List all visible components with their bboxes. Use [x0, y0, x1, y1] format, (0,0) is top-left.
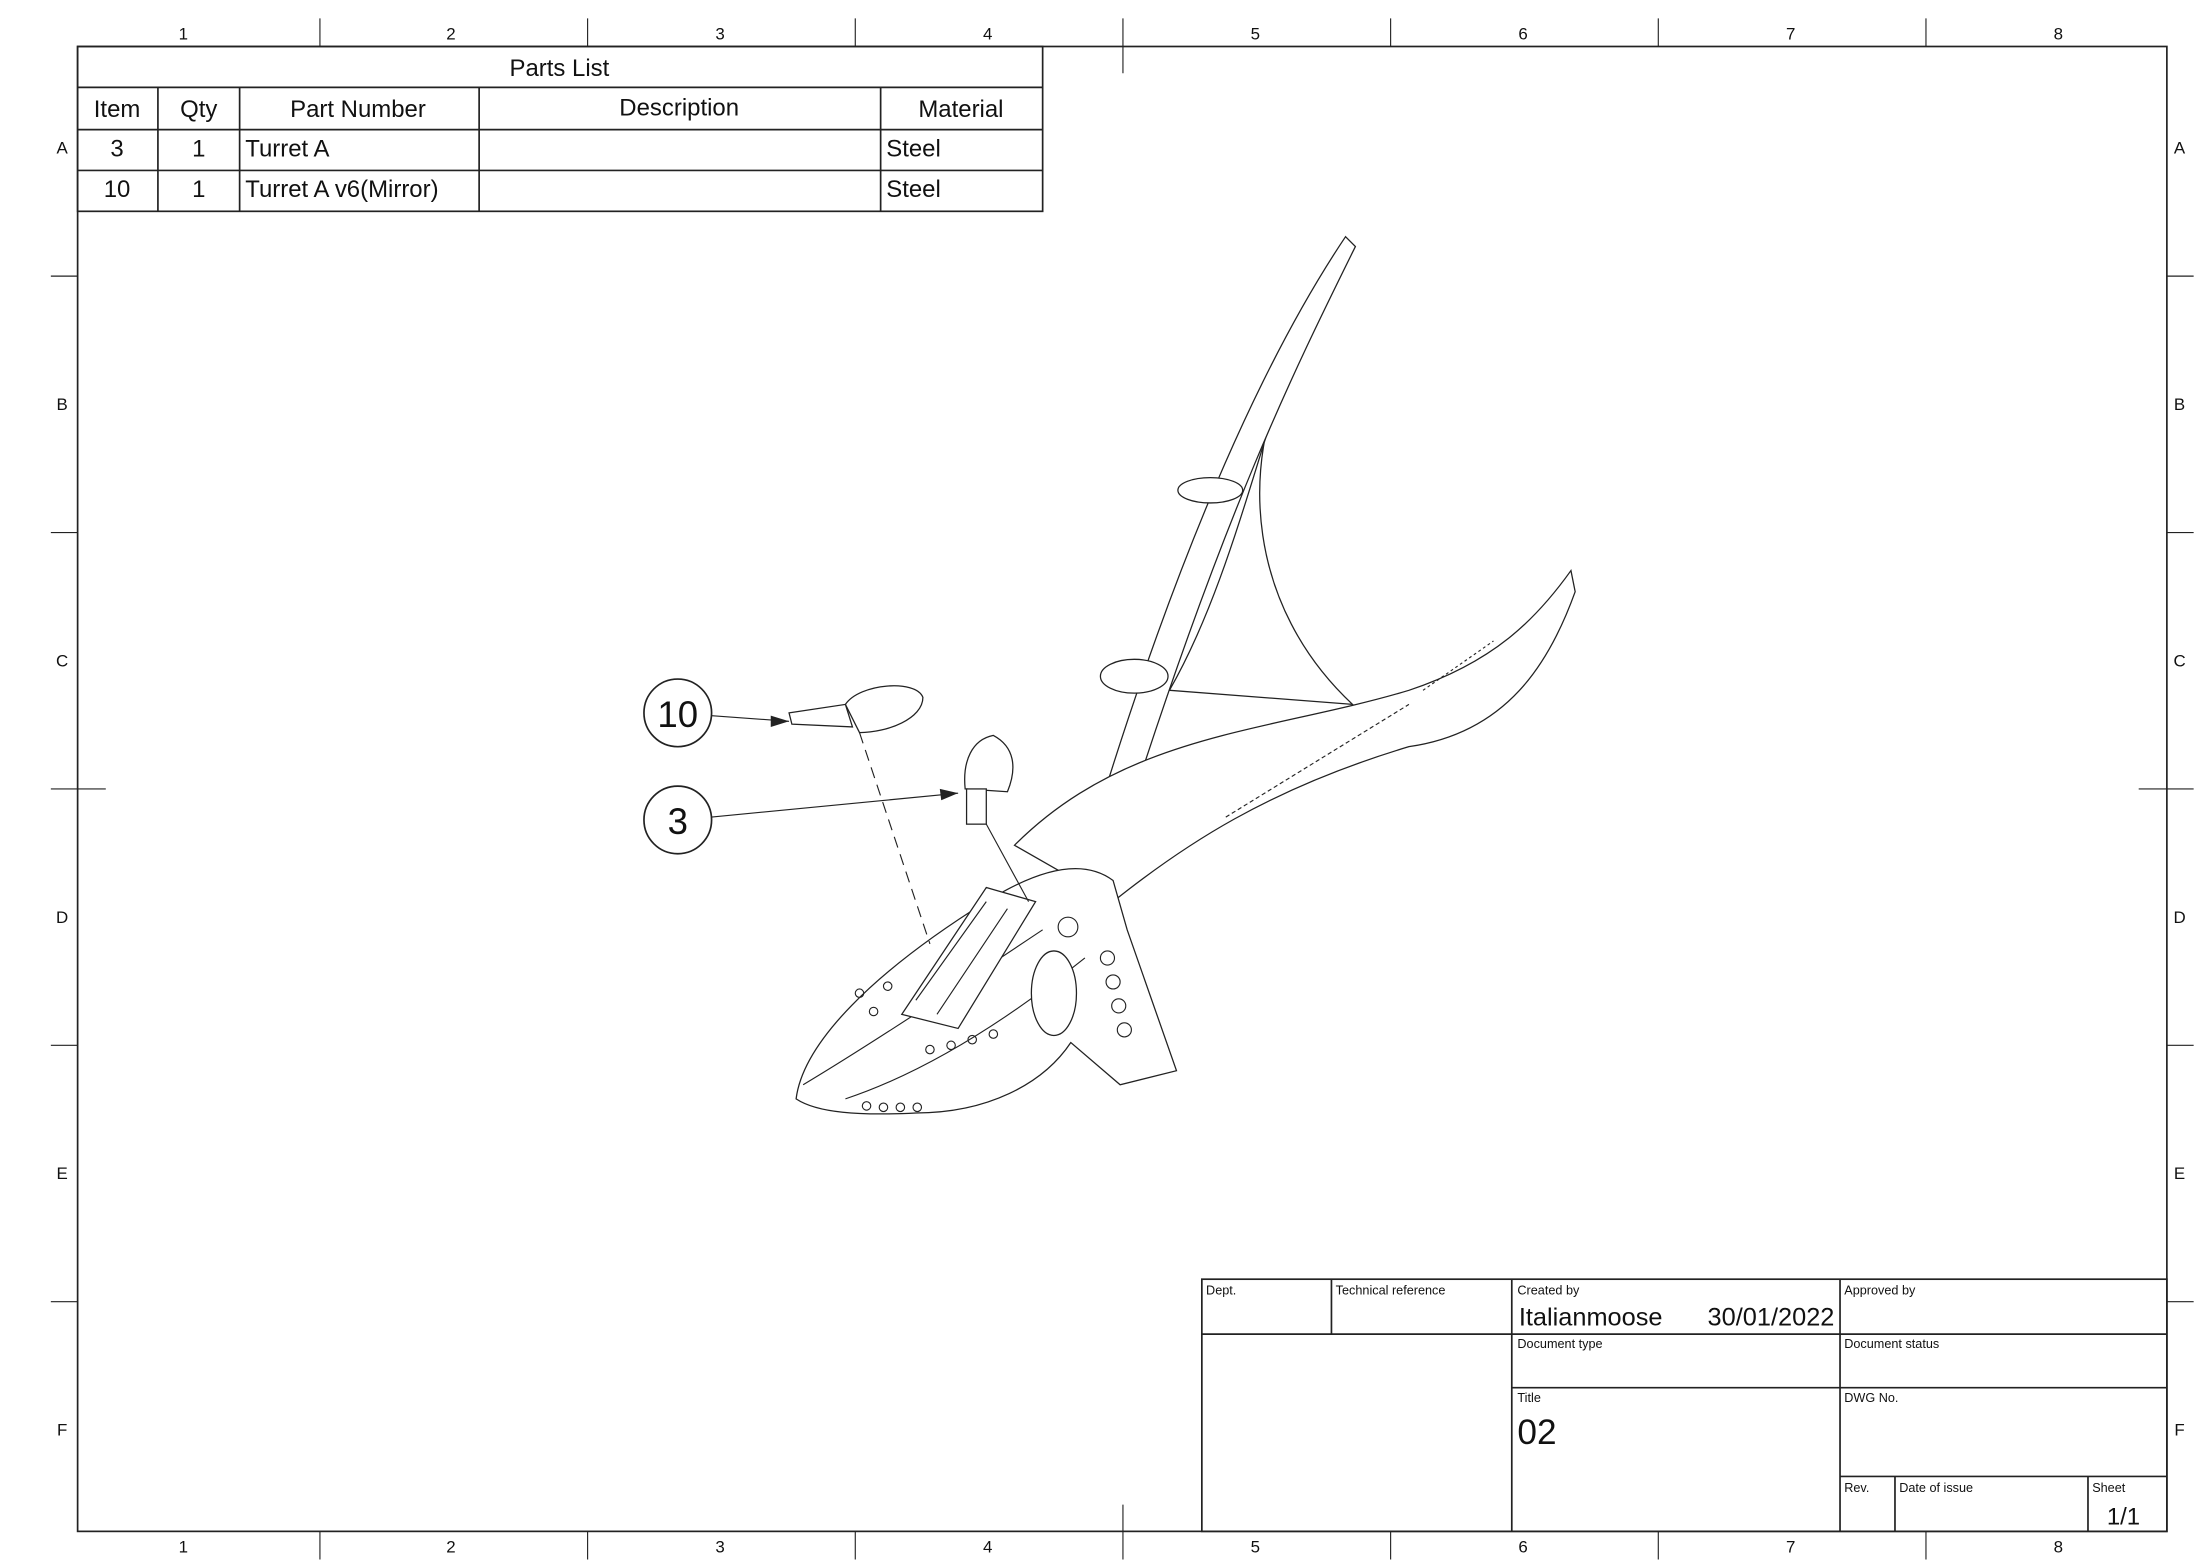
row-label-right: E: [2174, 1164, 2185, 1183]
row-label-left: C: [56, 651, 68, 670]
cell-item: 3: [110, 135, 123, 162]
drawing-title: 02: [1517, 1413, 1556, 1452]
row-label-left: D: [56, 908, 68, 927]
column-label-top: 8: [2054, 24, 2063, 43]
column-label-bottom: 4: [983, 1538, 992, 1557]
column-label-top: 4: [983, 24, 992, 43]
tech-ref-label: Technical reference: [1336, 1284, 1446, 1298]
table-row: 3 1 Turret A Steel: [110, 135, 940, 162]
date-of-issue-label: Date of issue: [1899, 1481, 1973, 1495]
dwg-no-label: DWG No.: [1844, 1391, 1898, 1405]
row-label-left: E: [56, 1164, 67, 1183]
column-label-top: 3: [715, 24, 724, 43]
created-by-value: Italianmoose: [1519, 1304, 1663, 1332]
row-label-right: B: [2174, 395, 2185, 414]
row-label-left: A: [56, 139, 68, 158]
column-label-bottom: 3: [715, 1538, 724, 1557]
parts-list-title: Parts List: [510, 55, 610, 82]
row-label-left: B: [56, 395, 67, 414]
column-label-bottom: 7: [1786, 1538, 1795, 1557]
parts-list-table: Parts List Item Qty Part Number Descript…: [76, 45, 1044, 213]
row-label-right: A: [2174, 139, 2186, 158]
rev-label: Rev.: [1844, 1481, 1869, 1495]
column-header-qty: Qty: [180, 96, 217, 123]
row-label-left: F: [57, 1421, 67, 1440]
column-label-bottom: 1: [179, 1538, 188, 1557]
column-label-top: 5: [1251, 24, 1260, 43]
created-date: 30/01/2022: [1708, 1304, 1835, 1332]
column-header-part-number: Part Number: [290, 96, 426, 123]
column-label-bottom: 6: [1518, 1538, 1527, 1557]
cell-qty: 1: [192, 176, 205, 203]
cell-material: Steel: [886, 176, 941, 203]
balloon-item-3: 3: [643, 785, 959, 855]
cell-item: 10: [104, 176, 131, 203]
table-row: 10 1 Turret A v6(Mirror) Steel: [104, 176, 941, 203]
created-by-label: Created by: [1517, 1284, 1580, 1298]
row-label-right: C: [2173, 651, 2185, 670]
dept-label: Dept.: [1206, 1284, 1236, 1298]
column-label-top: 6: [1518, 24, 1527, 43]
column-label-top: 2: [446, 24, 455, 43]
column-label-bottom: 5: [1251, 1538, 1260, 1557]
column-header-description: Description: [619, 95, 739, 122]
cell-part-number: Turret A v6(Mirror): [245, 176, 438, 203]
cell-material: Steel: [886, 135, 941, 162]
title-label: Title: [1517, 1391, 1540, 1405]
column-label-top: 7: [1786, 24, 1795, 43]
column-header-item: Item: [94, 96, 141, 123]
doc-status-label: Document status: [1844, 1337, 1939, 1351]
cell-qty: 1: [192, 135, 205, 162]
sheet-label: Sheet: [2092, 1481, 2126, 1495]
row-label-right: D: [2173, 908, 2185, 927]
cell-part-number: Turret A: [245, 135, 329, 162]
svg-text:3: 3: [668, 801, 688, 842]
doc-type-label: Document type: [1517, 1337, 1602, 1351]
zone-markers: [50, 18, 2194, 1560]
sheet-number: 1/1: [2107, 1503, 2140, 1530]
title-block: Dept. Technical reference Created by App…: [1200, 1278, 2168, 1533]
approved-by-label: Approved by: [1844, 1284, 1916, 1298]
column-label-bottom: 2: [446, 1538, 455, 1557]
row-label-right: F: [2174, 1421, 2184, 1440]
column-label-top: 1: [179, 24, 188, 43]
balloon-item-10: 10: [643, 678, 790, 748]
column-header-material: Material: [918, 96, 1003, 123]
column-label-bottom: 8: [2054, 1538, 2063, 1557]
assembly-view: [788, 235, 1576, 1115]
svg-text:10: 10: [657, 694, 698, 735]
